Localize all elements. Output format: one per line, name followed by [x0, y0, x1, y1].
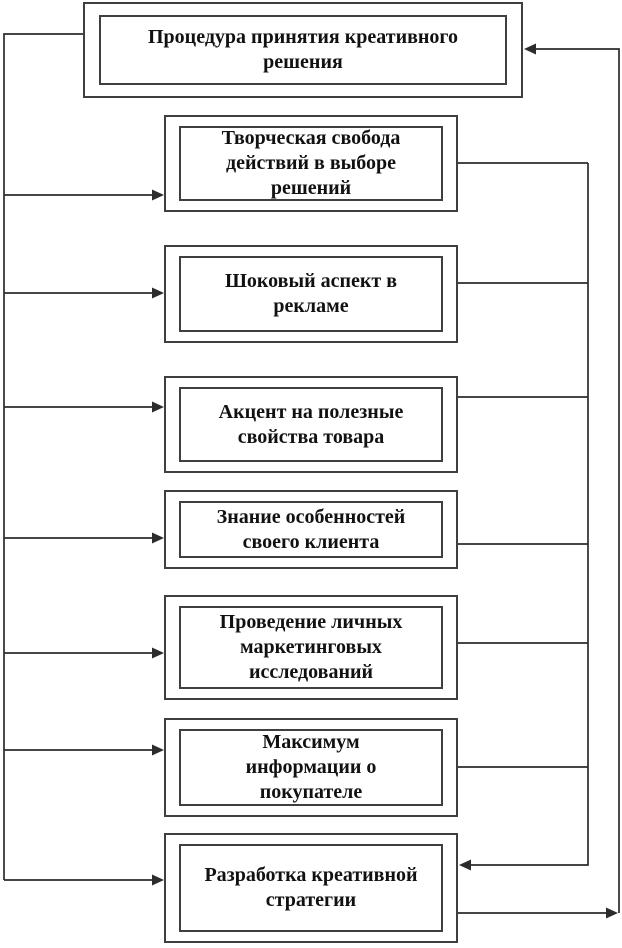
node-shock-aspect-inner-border: Шоковый аспект в рекламе	[179, 256, 443, 332]
node-label: Максимум информации о покупателе	[245, 731, 377, 803]
left-rail-line	[3, 33, 83, 880]
node-label: Творческая свобода действий в выборе реш…	[221, 127, 401, 199]
arrowhead-left-icon	[459, 859, 471, 871]
node-client-knowledge-inner-border: Знание особенностей своего клиента	[179, 501, 443, 558]
arrowhead-right-icon	[152, 401, 164, 413]
node-useful-properties: Акцент на полезные свойства товара	[164, 376, 458, 473]
edge-procedure-to-buyer-information	[4, 744, 164, 756]
edge-procedure-to-marketing-research	[4, 647, 164, 659]
node-creative-strategy-inner-border: Разработка креативной стратегии	[179, 844, 443, 932]
node-creative-strategy: Разработка креативной стратегии	[164, 833, 458, 943]
edge-creative-strategy-to-procedure	[458, 43, 620, 919]
node-label: Разработка креативной стратегии	[204, 864, 418, 911]
collector-rail-to-creative-strategy	[459, 163, 589, 871]
edge-procedure-to-creative-strategy	[4, 874, 164, 886]
node-label: Шоковый аспект в рекламе	[224, 270, 398, 317]
arrowhead-right-icon	[152, 744, 164, 756]
arrowhead-right-icon	[152, 532, 164, 544]
left-rail	[3, 33, 83, 880]
node-label: Знание особенностей своего клиента	[216, 505, 406, 553]
node-buyer-information-inner-border: Максимум информации о покупателе	[179, 729, 443, 806]
node-creative-freedom-inner-border: Творческая свобода действий в выборе реш…	[179, 126, 443, 201]
edge-procedure-to-useful-properties	[4, 401, 164, 413]
edge-procedure-to-shock-aspect	[4, 287, 164, 299]
node-buyer-information: Максимум информации о покупателе	[164, 718, 458, 817]
arrowhead-right-icon	[152, 874, 164, 886]
arrowhead-right-icon	[152, 287, 164, 299]
node-label: Процедура принятия креативного решения	[148, 26, 458, 73]
node-useful-properties-inner-border: Акцент на полезные свойства товара	[179, 387, 443, 462]
node-marketing-research: Проведение личных маркетинговых исследов…	[164, 595, 458, 700]
node-shock-aspect: Шоковый аспект в рекламе	[164, 245, 458, 343]
node-client-knowledge: Знание особенностей своего клиента	[164, 490, 458, 569]
node-marketing-research-inner-border: Проведение личных маркетинговых исследов…	[179, 606, 443, 689]
node-procedure-inner-border: Процедура принятия креативного решения	[99, 15, 507, 85]
node-label: Акцент на полезные свойства товара	[218, 400, 404, 448]
node-procedure: Процедура принятия креативного решения	[83, 2, 523, 98]
edge-procedure-to-client-knowledge	[4, 532, 164, 544]
arrowhead-right-icon	[152, 189, 164, 201]
edge-procedure-to-creative-freedom	[4, 189, 164, 201]
node-creative-freedom: Творческая свобода действий в выборе реш…	[164, 115, 458, 212]
collector-rail-line	[471, 163, 589, 866]
arrowhead-right-icon	[152, 647, 164, 659]
node-label: Проведение личных маркетинговых исследов…	[219, 611, 403, 683]
arrowhead-right-icon	[606, 907, 618, 919]
arrowhead-left-icon	[524, 43, 536, 55]
feedback-rail-line	[536, 48, 620, 913]
